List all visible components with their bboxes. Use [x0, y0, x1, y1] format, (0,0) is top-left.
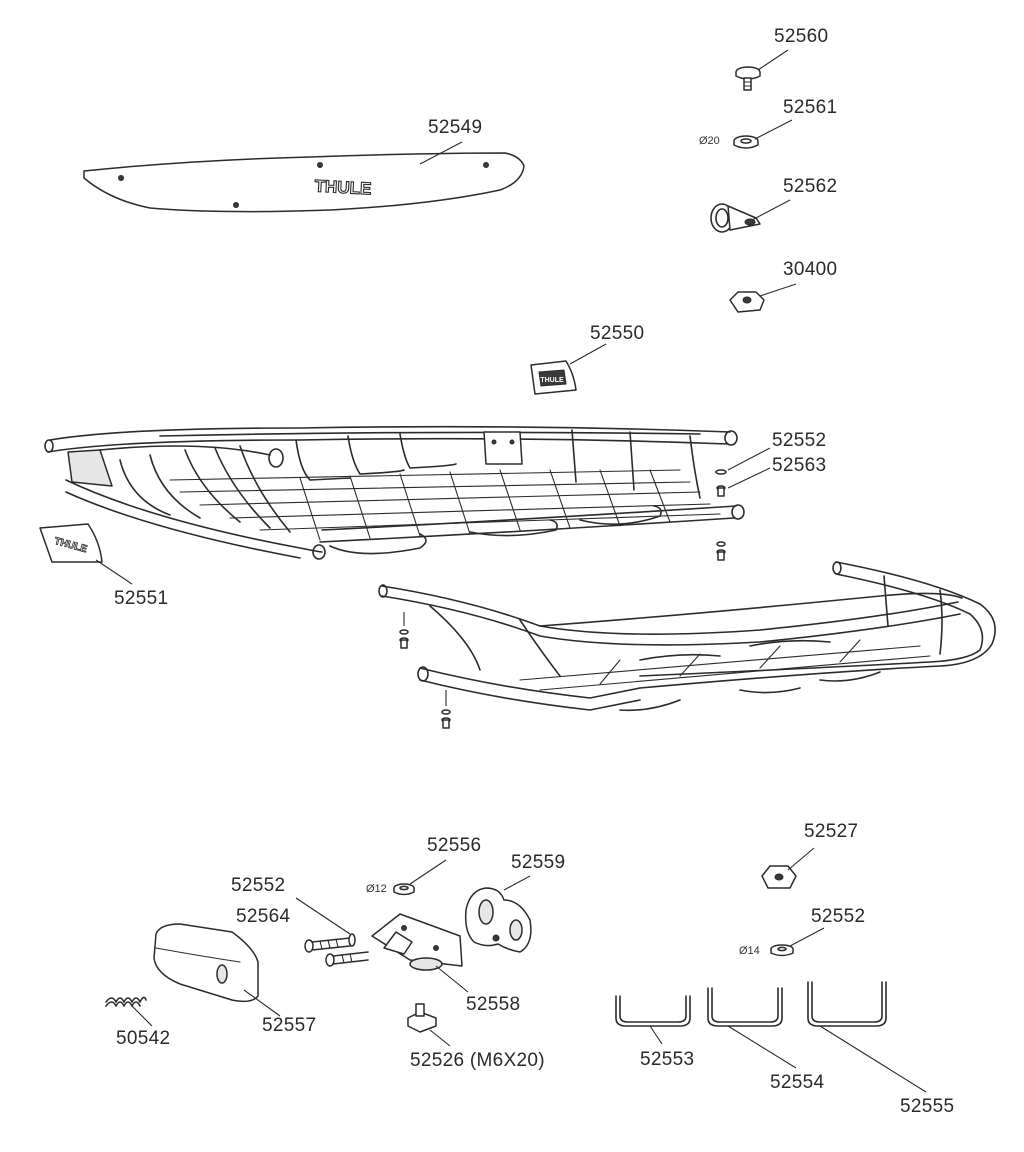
label-52557: 52557: [262, 1015, 317, 1036]
part-52553-ubolt: [615, 995, 691, 1045]
part-52551-side-badge: THULE: [39, 523, 133, 585]
label-30400: 30400: [783, 259, 838, 280]
part-52564-bolts: [295, 897, 369, 967]
label-50542: 50542: [116, 1028, 171, 1049]
part-52558-plate: [371, 913, 469, 993]
label-52526: 52526 (M6X20): [410, 1050, 545, 1071]
label-52560: 52560: [774, 26, 829, 47]
dim-52552-lower: Ø14: [739, 945, 760, 957]
label-52553: 52553: [640, 1049, 695, 1070]
label-52550: 52550: [590, 323, 645, 344]
badge-logo: THULE: [540, 377, 564, 384]
dim-52561: Ø20: [699, 135, 720, 147]
label-52554: 52554: [770, 1072, 825, 1093]
label-52552-bracket: 52552: [231, 875, 286, 896]
label-52564: 52564: [236, 906, 291, 927]
basket-main: [44, 425, 745, 560]
label-52563: 52563: [772, 455, 827, 476]
label-52559: 52559: [511, 852, 566, 873]
basket-extension: [378, 561, 996, 712]
label-52552-upper: 52552: [772, 430, 827, 451]
label-52527: 52527: [804, 821, 859, 842]
part-52557-end-cap: [153, 923, 281, 1017]
part-52549-fairing: THULE: [83, 141, 525, 213]
dim-52556: Ø12: [366, 883, 387, 895]
part-52561-washer: [733, 119, 793, 149]
label-52551: 52551: [114, 588, 169, 609]
part-52526-tbolt: [407, 1003, 451, 1047]
part-52527-knob: [761, 847, 815, 889]
hardware-52552-52563: [715, 447, 771, 561]
part-52555-ubolt: [807, 981, 927, 1093]
part-52554-ubolt: [707, 987, 797, 1069]
part-52556-washer: [393, 859, 447, 896]
part-52550-badge: THULE: [530, 343, 607, 395]
hardware-extension: [399, 612, 451, 729]
part-52560-bolt: [735, 49, 789, 91]
label-52552-lower: 52552: [811, 906, 866, 927]
label-52556: 52556: [427, 835, 482, 856]
fairing-logo: THULE: [314, 177, 372, 199]
label-52555: 52555: [900, 1096, 955, 1117]
part-52559-bracket: [464, 875, 532, 953]
part-52552-washer-lower: [770, 927, 825, 957]
label-52561: 52561: [783, 97, 838, 118]
label-52558: 52558: [466, 994, 521, 1015]
label-52549: 52549: [428, 117, 483, 138]
label-52562: 52562: [783, 176, 838, 197]
part-30400-knob: [729, 283, 797, 313]
part-52562-clamp: [710, 199, 791, 233]
part-50542-spring: [105, 996, 153, 1027]
